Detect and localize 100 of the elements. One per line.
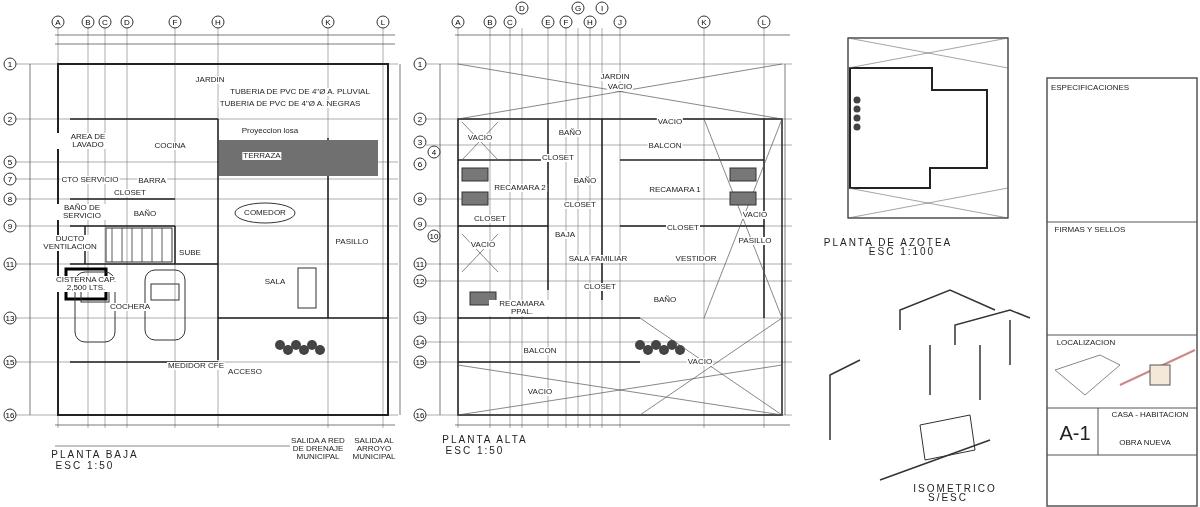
room-label: TUBERIA DE PVC DE 4"Ø A. NEGRAS: [218, 100, 362, 108]
room-label: VACIO: [526, 388, 554, 396]
grid-bubble: 15: [413, 355, 427, 369]
room-label: SUBE: [178, 249, 202, 257]
room-label: CLOSET: [563, 201, 597, 209]
room-label: TUBERIA DE PVC DE 4"Ø A. PLUVIAL: [229, 88, 371, 96]
grid-bubble: 10: [427, 229, 441, 243]
grid-bubble: L: [376, 15, 390, 29]
room-label: VESTIDOR: [674, 255, 718, 263]
room-label: VACIO: [686, 358, 714, 366]
grid-bubble: H: [583, 15, 597, 29]
grid-bubble: 11: [413, 257, 427, 271]
room-label: CISTERNA CAP. 2,500 LTS.: [53, 276, 119, 292]
plan-title: S/ESC: [928, 493, 968, 503]
room-label: SALIDA A RED DE DRENAJE MUNICIPAL: [290, 437, 346, 461]
room-label: BAÑO: [652, 296, 678, 304]
room-label: VACIO: [469, 241, 497, 249]
grid-bubble: D: [515, 1, 529, 15]
grid-bubble: 14: [413, 335, 427, 349]
grid-bubble: 9: [3, 219, 17, 233]
grid-bubble: 13: [3, 311, 17, 325]
room-label: JARDIN: [194, 76, 226, 84]
section-title: FIRMAS Y SELLOS: [1054, 226, 1126, 234]
section-title: OBRA NUEVA: [1119, 439, 1171, 447]
room-label: SALA: [263, 278, 287, 286]
grid-bubble: 11: [3, 257, 17, 271]
grid-bubble: A: [51, 15, 65, 29]
grid-bubble: D: [120, 15, 134, 29]
grid-bubble: 2: [3, 112, 17, 126]
grid-bubble: 12: [413, 274, 427, 288]
room-label: BALCON: [647, 142, 683, 150]
grid-bubble: 15: [3, 355, 17, 369]
room-label: CLOSET: [666, 224, 700, 232]
grid-bubble: C: [98, 15, 112, 29]
section-title: ESPECIFICACIONES: [1050, 84, 1130, 92]
room-label: CTO SERVICIO: [60, 176, 120, 184]
grid-bubble: C: [503, 15, 517, 29]
room-label: BAJA: [554, 231, 576, 239]
grid-bubble: B: [483, 15, 497, 29]
room-label: COMEDOR: [243, 209, 287, 217]
section-title: LOCALIZACION: [1056, 339, 1116, 347]
room-label: CLOSET: [113, 189, 147, 197]
plan-title: ESC 1:100: [868, 247, 936, 257]
grid-bubble: H: [211, 15, 225, 29]
room-label: BAÑO: [132, 210, 158, 218]
room-label: VACIO: [656, 118, 684, 126]
grid-bubble: 8: [3, 192, 17, 206]
room-label: BAÑO: [572, 177, 598, 185]
room-label: CLOSET: [473, 215, 507, 223]
grid-bubble: 1: [3, 57, 17, 71]
grid-bubble: E: [541, 15, 555, 29]
grid-bubble: K: [697, 15, 711, 29]
room-label: PASILLO: [737, 237, 773, 245]
grid-bubble: 3: [413, 135, 427, 149]
room-label: BARRA: [137, 177, 167, 185]
plan-title: ESC 1:50: [445, 446, 505, 456]
room-label: MEDIDOR CFE: [167, 362, 225, 370]
grid-bubble: L: [757, 15, 771, 29]
grid-bubble: J: [613, 15, 627, 29]
grid-bubble: 1: [413, 57, 427, 71]
room-label: VACIO: [606, 83, 634, 91]
sheet-number: A-1: [1059, 423, 1091, 443]
grid-bubble: 13: [413, 311, 427, 325]
room-label: COCHERA: [109, 303, 151, 311]
room-label: JARDIN: [599, 73, 631, 81]
room-label: CLOSET: [583, 283, 617, 291]
room-label: BAÑO: [557, 129, 583, 137]
room-label: Proyeccion losa: [240, 127, 300, 135]
room-label: VACIO: [741, 211, 769, 219]
room-label: CLOSET: [541, 154, 575, 162]
grid-bubble: A: [451, 15, 465, 29]
plan-title: PLANTA DE AZOTEA: [823, 238, 953, 248]
room-label: VACIO: [466, 134, 494, 142]
plan-title: PLANTA ALTA: [442, 435, 528, 445]
section-title: CASA - HABITACION: [1111, 411, 1189, 419]
grid-bubble: B: [81, 15, 95, 29]
room-label: PASILLO: [334, 238, 370, 246]
grid-bubble: 5: [3, 155, 17, 169]
room-label: SALA FAMILIAR: [567, 255, 629, 263]
room-label: RECAMARA 1: [648, 186, 702, 194]
grid-bubble: 7: [3, 172, 17, 186]
grid-bubble: I: [595, 1, 609, 15]
room-label: RECAMARA 2: [493, 184, 547, 192]
plan-title: ESC 1:50: [55, 461, 115, 471]
grid-bubble: 6: [413, 157, 427, 171]
grid-bubble: 2: [413, 112, 427, 126]
grid-bubble: F: [168, 15, 182, 29]
room-label: COCINA: [153, 142, 187, 150]
room-label: ACCESO: [227, 368, 263, 376]
room-label: TERRAZA: [242, 152, 282, 160]
grid-bubble: G: [571, 1, 585, 15]
grid-bubble: 9: [413, 217, 427, 231]
grid-bubble: 16: [413, 408, 427, 422]
grid-bubble: F: [559, 15, 573, 29]
grid-bubble: K: [321, 15, 335, 29]
room-label: BALCON: [522, 347, 558, 355]
grid-bubble: 8: [413, 192, 427, 206]
plan-title: PLANTA BAJA: [51, 450, 139, 460]
plan-title: ISOMETRICO: [913, 484, 997, 494]
grid-bubble: 16: [3, 408, 17, 422]
